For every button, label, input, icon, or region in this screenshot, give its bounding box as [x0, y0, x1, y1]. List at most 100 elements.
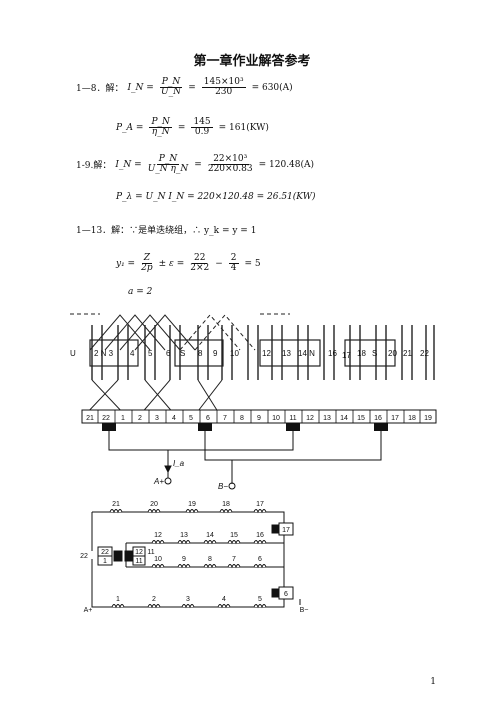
- brush: [286, 423, 300, 431]
- slot-label: 13: [282, 349, 291, 358]
- coil-row-bottom: [111, 604, 267, 609]
- problem-1-9-eq1: 1-9.解： I_N = P_N U_N η_N = 22×10³ 220×0.…: [76, 154, 315, 175]
- slot-label: 9: [213, 349, 218, 358]
- equivalent-circuit: 21 20 19 18 17 12 13 14 15 16 10 9 8 7 6…: [80, 501, 309, 613]
- slot-label: 20: [388, 349, 397, 358]
- box-label: 6: [284, 591, 288, 598]
- terminal-b-label: B−: [300, 607, 309, 613]
- slot-label: 21: [403, 349, 412, 358]
- coil-label: 1: [116, 596, 120, 603]
- coil-label: 17: [256, 501, 264, 508]
- pole-label: 2 N 3: [94, 349, 114, 358]
- eq-result: = 5: [244, 258, 261, 269]
- brush: [374, 423, 388, 431]
- fraction: 22 2×2: [190, 253, 210, 274]
- slot-label: 5: [148, 349, 153, 358]
- denominator: 2p: [141, 263, 153, 274]
- coil-label: 6: [258, 556, 262, 563]
- denominator: 4: [230, 263, 237, 274]
- eq-lhs: I_N =: [127, 82, 154, 93]
- box-label: 1: [103, 558, 107, 565]
- slot-label: 17: [342, 351, 351, 360]
- numerator: 145×10³: [201, 77, 246, 89]
- problem-1-8-eq1: 1—8．解： I_N = P_N U_N = 145×10³ 230 = 630…: [76, 77, 293, 98]
- commutator-segment: 18: [408, 415, 416, 422]
- eq-minus: −: [215, 258, 223, 269]
- terminal-b-label: B−: [218, 482, 228, 490]
- box-label: 17: [282, 527, 290, 534]
- numerator: 145: [191, 117, 213, 129]
- eq-lhs: y₁ =: [116, 258, 136, 269]
- fraction: P_N U_N: [159, 77, 183, 98]
- eq-lhs: P_A =: [116, 122, 144, 133]
- commutator: 21 22 1 2 3 4 5 6 7 8 9 10 11 12 13 14 1…: [81, 409, 437, 424]
- commutator-segment: 4: [172, 415, 176, 422]
- coil-label: 3: [186, 596, 190, 603]
- problem-1-9-label: 1-9.解：: [76, 161, 112, 172]
- fraction: Z 2p: [141, 253, 153, 274]
- coil-label: 15: [230, 532, 238, 539]
- pole-label: S: [372, 349, 377, 358]
- commutator-segment: 14: [340, 415, 348, 422]
- coil-label: 19: [188, 501, 196, 508]
- slot-label: 18: [357, 349, 366, 358]
- problem-1-8-label: 1—8．解：: [76, 84, 124, 95]
- side-label: 22: [80, 553, 88, 560]
- commutator-segment: 6: [206, 415, 210, 422]
- brushes: [102, 423, 388, 431]
- slot-label: 12: [262, 349, 271, 358]
- slot-label: 8: [198, 349, 203, 358]
- commutator-segment: 22: [102, 415, 110, 422]
- fraction: 145 0.9: [191, 117, 213, 138]
- problem-1-13-label: 1—13．解：∵是单迭绕组，∴ y_k = y = 1: [76, 226, 257, 236]
- coil-label: 21: [112, 501, 120, 508]
- coil-label: 10: [154, 556, 162, 563]
- slot-label: 22: [420, 349, 429, 358]
- coil-label: 5: [258, 596, 262, 603]
- fraction: 2 4: [228, 253, 239, 274]
- denominator: 2×2: [190, 263, 210, 274]
- commutator-segment: 17: [391, 415, 399, 422]
- commutator-segment: 21: [86, 415, 94, 422]
- box-label: 22: [101, 549, 109, 556]
- eq-result: = 630(A): [251, 82, 293, 93]
- pole-labels: U 2 N 3 4 5 6 S 8 9 10 12 13 14 N 16 17 …: [70, 349, 429, 360]
- page-title: 第一章作业解答参考: [193, 54, 311, 69]
- pole-label: 14 N: [298, 349, 315, 358]
- commutator-segment: 5: [189, 415, 193, 422]
- eq-pm: ± ε =: [158, 258, 185, 269]
- numerator: 22: [192, 253, 208, 265]
- slot-label: 16: [328, 349, 337, 358]
- commutator-segment: 12: [306, 415, 314, 422]
- numerator: Z: [141, 253, 152, 265]
- commutator-segment: 3: [155, 415, 159, 422]
- coil-row-mid-top: [151, 540, 267, 545]
- coil-label: 16: [256, 532, 264, 539]
- problem-1-13-eq1: y₁ = Z 2p ± ε = 22 2×2 − 2 4 = 5: [116, 253, 261, 274]
- side-label: 11: [147, 549, 154, 556]
- denominator: 230: [215, 87, 233, 98]
- coil-label: 7: [232, 556, 236, 563]
- box-label: 11: [135, 558, 142, 565]
- fraction: P_N U_N η_N: [148, 154, 189, 175]
- commutator-segment: 2: [138, 415, 142, 422]
- problem-1-9-eq2: P_λ = U_N I_N = 220×120.48 = 26.51(KW): [116, 192, 316, 202]
- commutator-segment: 10: [272, 415, 280, 422]
- coil-label: 13: [180, 532, 188, 539]
- coil-label: 2: [152, 596, 156, 603]
- winding-dashes: [70, 313, 435, 416]
- coil-label: 18: [222, 501, 230, 508]
- commutator-segment: 11: [289, 415, 296, 422]
- numerator: 2: [228, 253, 239, 265]
- commutator-segment: 15: [357, 415, 365, 422]
- eq-lhs: I_N =: [115, 159, 142, 170]
- brush: [198, 423, 212, 431]
- commutator-segment: 16: [374, 415, 382, 422]
- problem-1-8-eq2: P_A = P_N η_N = 145 0.9 = 161(KW): [116, 117, 269, 138]
- numerator: P_N: [149, 117, 172, 129]
- page-number: 1: [430, 677, 436, 687]
- pole-label: S: [180, 349, 185, 358]
- problem-1-13-eq2: a = 2: [128, 287, 153, 297]
- coil-label: 8: [208, 556, 212, 563]
- slot-label: 6: [166, 349, 171, 358]
